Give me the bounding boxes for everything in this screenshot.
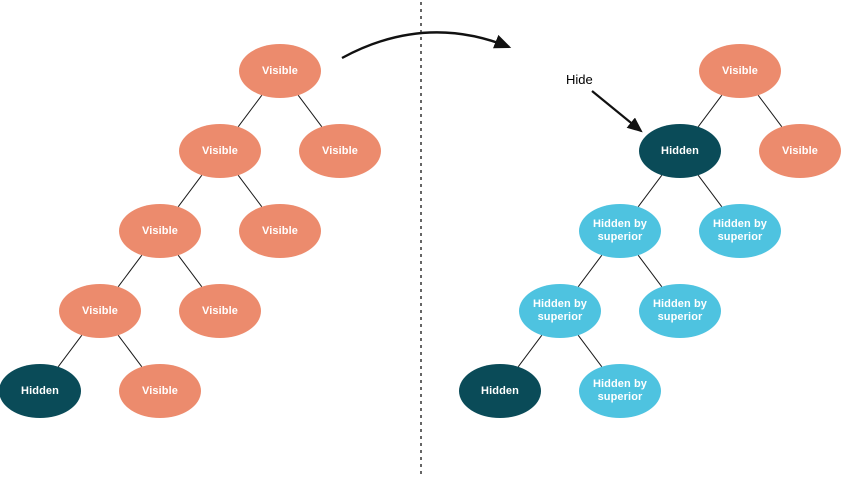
- tree-node-visible[interactable]: Visible: [299, 124, 381, 178]
- tree-edge: [57, 334, 83, 368]
- tree-edge: [637, 254, 663, 288]
- tree-edge: [697, 174, 723, 208]
- tree-edge: [117, 334, 143, 368]
- tree-edge: [697, 94, 723, 128]
- tree-node-inherited[interactable]: Hidden by superior: [639, 284, 721, 338]
- transition-arrow-icon: [341, 31, 512, 60]
- tree-node-visible[interactable]: Visible: [179, 284, 261, 338]
- tree-node-visible[interactable]: Visible: [59, 284, 141, 338]
- tree-node-inherited[interactable]: Hidden by superior: [579, 204, 661, 258]
- tree-edge: [117, 254, 143, 288]
- tree-edge: [177, 174, 203, 208]
- tree-node-hidden[interactable]: Hidden: [459, 364, 541, 418]
- tree-node-visible[interactable]: Visible: [239, 204, 321, 258]
- tree-edge: [577, 254, 603, 288]
- tree-edge: [517, 334, 543, 368]
- tree-node-visible[interactable]: Visible: [759, 124, 841, 178]
- hide-arrow-icon: [591, 90, 643, 133]
- tree-edge: [577, 334, 603, 368]
- tree-edge: [237, 94, 263, 128]
- tree-node-hidden[interactable]: Hidden: [639, 124, 721, 178]
- tree-node-visible[interactable]: Visible: [119, 204, 201, 258]
- tree-node-visible[interactable]: Visible: [239, 44, 321, 98]
- tree-node-inherited[interactable]: Hidden by superior: [579, 364, 661, 418]
- tree-edge: [757, 94, 783, 128]
- tree-node-inherited[interactable]: Hidden by superior: [699, 204, 781, 258]
- tree-edge: [637, 174, 663, 208]
- tree-node-inherited[interactable]: Hidden by superior: [519, 284, 601, 338]
- hide-annotation-label: Hide: [566, 72, 593, 87]
- tree-edge: [297, 94, 323, 128]
- tree-edge: [237, 174, 263, 208]
- tree-node-hidden[interactable]: Hidden: [0, 364, 81, 418]
- tree-node-visible[interactable]: Visible: [119, 364, 201, 418]
- tree-edge: [177, 254, 203, 288]
- tree-node-visible[interactable]: Visible: [699, 44, 781, 98]
- tree-node-visible[interactable]: Visible: [179, 124, 261, 178]
